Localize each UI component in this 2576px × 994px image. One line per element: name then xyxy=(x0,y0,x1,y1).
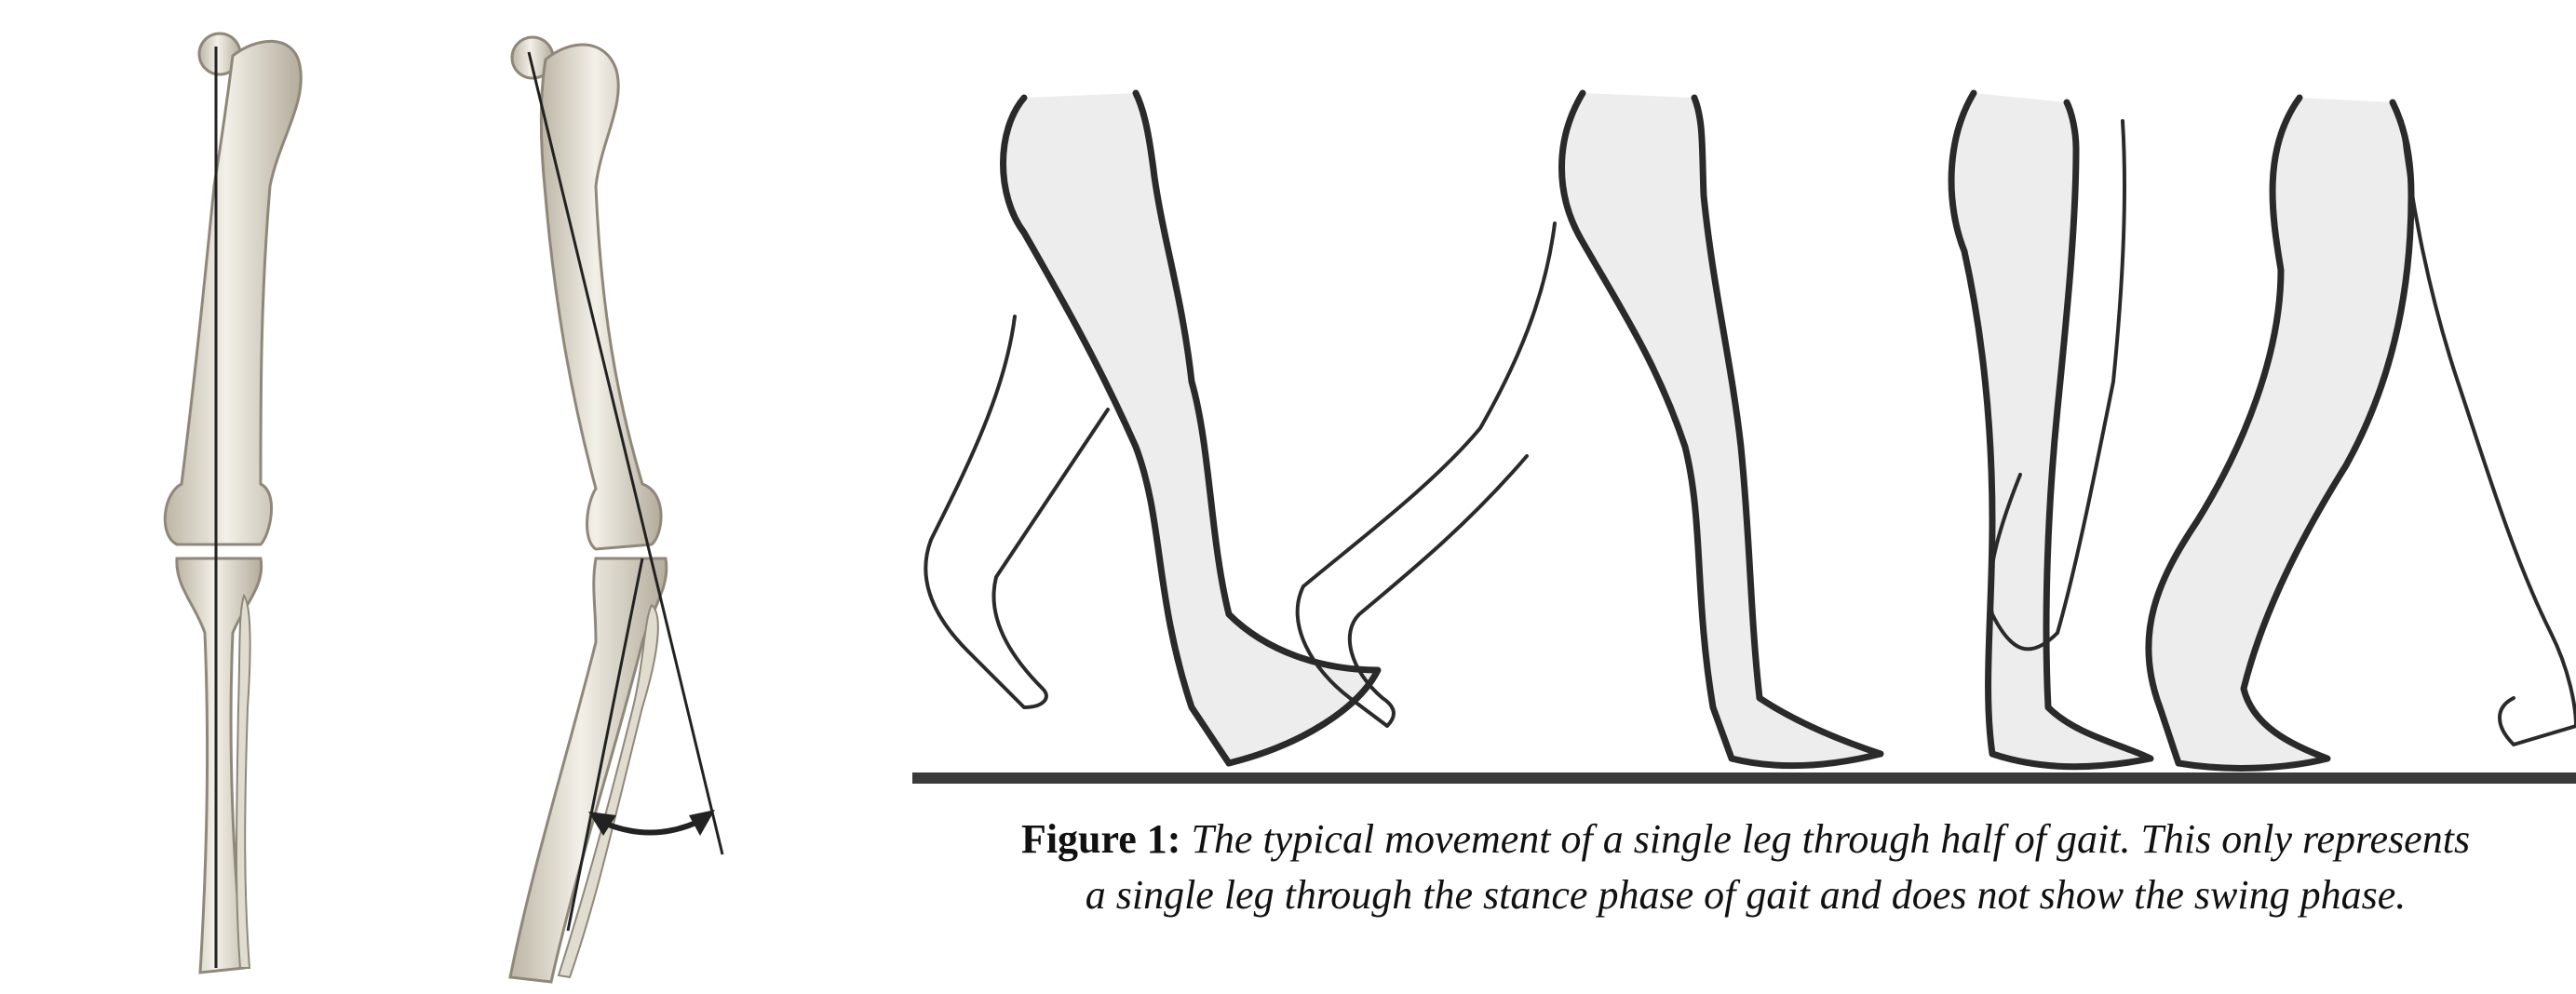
gait-frame-4 xyxy=(2149,98,2576,768)
gait-frame-1 xyxy=(925,93,1378,763)
gait-frame-2 xyxy=(1298,93,1881,766)
skeleton-angled xyxy=(510,37,722,982)
caption-line-1: Figure 1: The typical movement of a sing… xyxy=(922,812,2569,867)
gait-sequence-svg xyxy=(912,56,2576,800)
gait-frame-3 xyxy=(1951,93,2151,767)
caption-text-1: The typical movement of a single leg thr… xyxy=(1191,816,2470,862)
gait-sequence-illustration xyxy=(912,56,2576,800)
skeleton-straight xyxy=(165,34,301,973)
figure-label: Figure 1: xyxy=(1021,816,1181,862)
leg-bones-svg xyxy=(0,0,912,994)
leg-bones-illustration xyxy=(0,0,912,994)
figure-caption: Figure 1: The typical movement of a sing… xyxy=(922,812,2569,923)
caption-line-2: a single leg through the stance phase of… xyxy=(922,867,2569,923)
caption-text-2: a single leg through the stance phase of… xyxy=(1086,872,2407,918)
